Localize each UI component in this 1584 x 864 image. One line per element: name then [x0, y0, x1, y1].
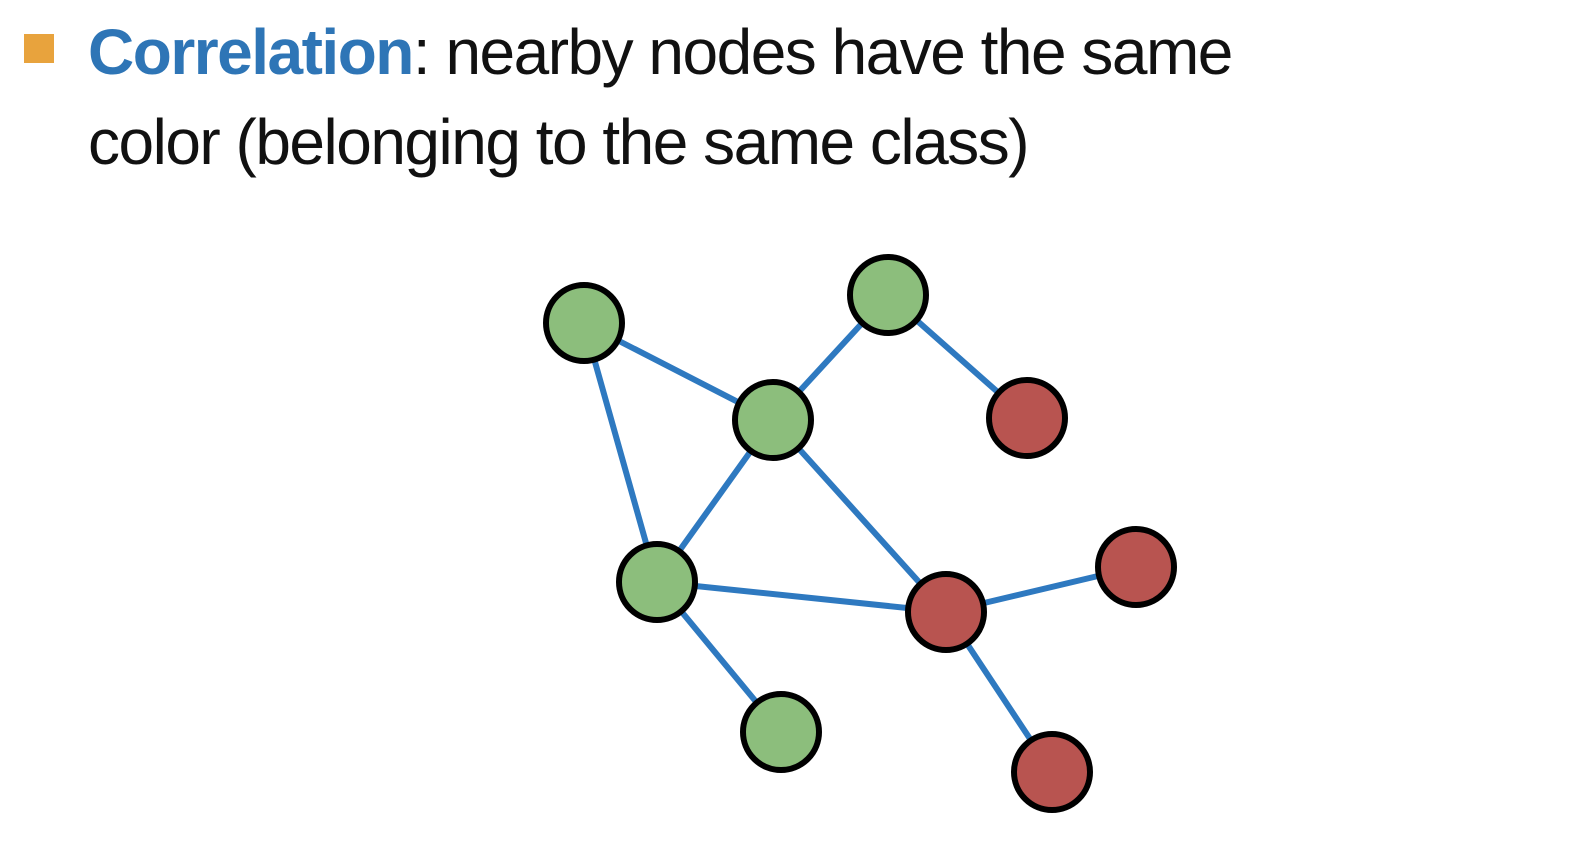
graph-node-green-4 — [616, 541, 698, 623]
graph-node-green-5 — [740, 691, 822, 773]
graph-node-green-2 — [847, 254, 929, 336]
graph-nodes — [543, 254, 1177, 813]
bullet-line1-rest: : nearby nodes have the same — [412, 16, 1234, 88]
graph-node-green-1 — [543, 282, 625, 364]
graph-node-green-3 — [732, 379, 814, 461]
graph-node-red-3 — [1095, 526, 1177, 608]
bullet-line2: color (belonging to the same class) — [88, 106, 1030, 178]
graph-edge-green-1-green-4 — [581, 320, 660, 585]
graph-edge-green-4-red-2 — [654, 579, 949, 615]
graph-node-red-4 — [1011, 731, 1093, 813]
graph-node-red-2 — [905, 571, 987, 653]
graph-edges — [581, 292, 1139, 775]
bullet-marker — [24, 34, 54, 63]
bullet-text: Correlation: nearby nodes have the same c… — [88, 7, 1234, 187]
graph-node-red-1 — [986, 377, 1068, 459]
bullet-term: Correlation — [88, 16, 414, 88]
graph-edge-green-3-red-2 — [770, 417, 949, 615]
